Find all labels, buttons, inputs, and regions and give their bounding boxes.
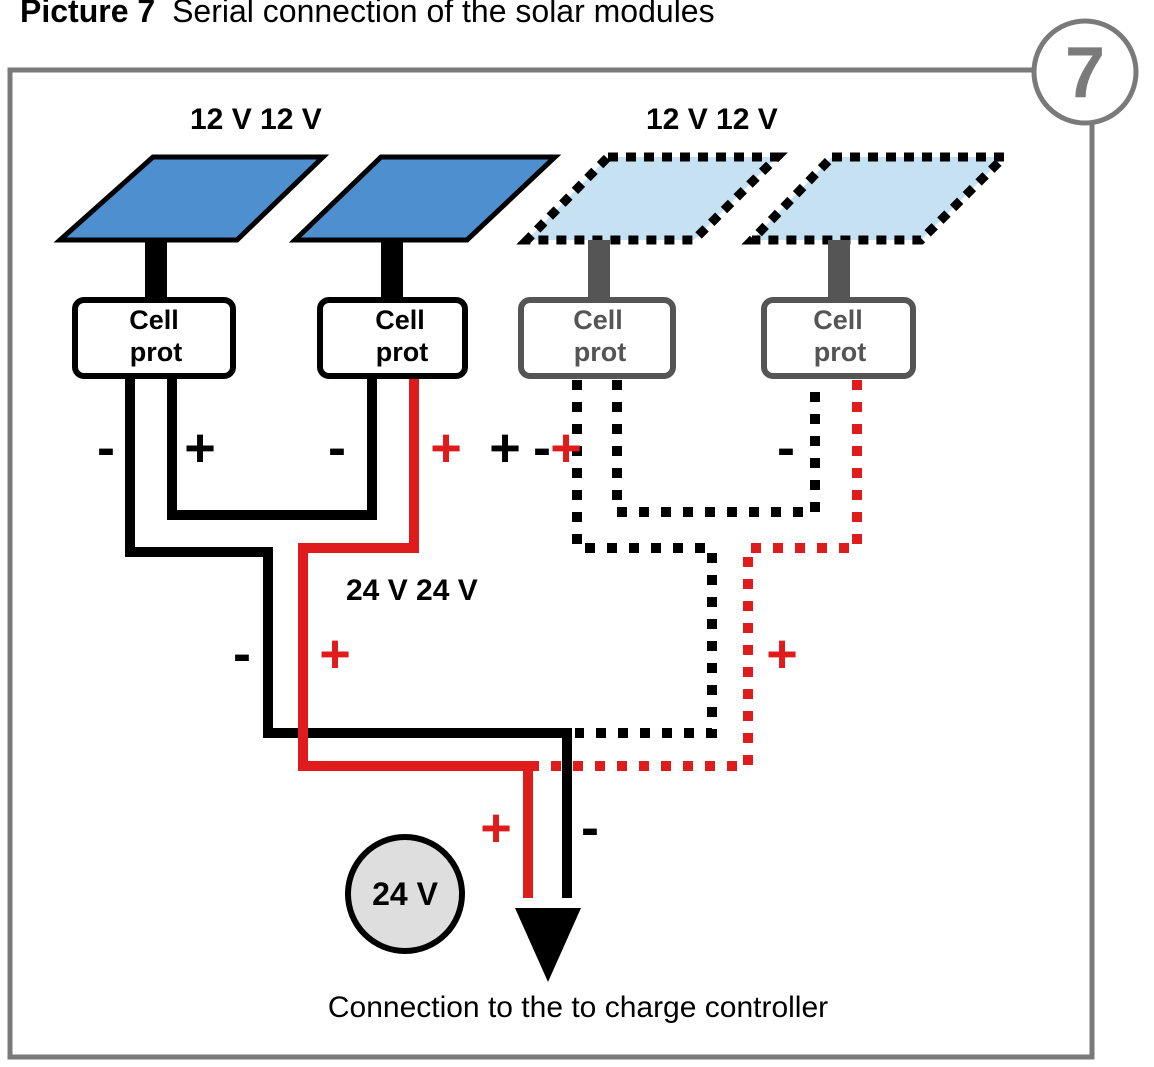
minus-sign-module2: - bbox=[328, 418, 346, 478]
wire-plus-module2 bbox=[298, 378, 533, 898]
wire-dotted-plus-module4 bbox=[533, 380, 862, 771]
plus-sign-output: + bbox=[480, 798, 512, 858]
plus-sign-between: + bbox=[489, 418, 521, 478]
cell-prot-box-4: Cell prot bbox=[761, 297, 916, 379]
figure-caption: Picture 7 Serial connection of the solar… bbox=[20, 0, 715, 29]
minus-sign-between: - bbox=[533, 418, 551, 478]
wire-plus1-minus2 bbox=[167, 378, 377, 520]
wire-dotted-plus3-minus4 bbox=[612, 380, 820, 517]
charge-controller-caption: Connection to the to charge controller bbox=[328, 991, 828, 1024]
badge-circle bbox=[1031, 18, 1139, 126]
solar-panel-1 bbox=[53, 154, 330, 243]
badge-number: 7 bbox=[1065, 33, 1105, 113]
cell-prot-4-line2: prot bbox=[814, 337, 866, 367]
figure-caption-label: Picture 7 bbox=[20, 0, 155, 29]
figure-caption-text: Serial connection of the solar modules bbox=[172, 0, 715, 29]
voltage-label-left-pair: 12 V 12 V bbox=[190, 103, 322, 136]
plus-sign-module1: + bbox=[184, 418, 216, 478]
cell-prot-2-line2: prot bbox=[376, 337, 428, 367]
voltage-circle bbox=[345, 834, 465, 954]
plus-sign-module3: + bbox=[550, 418, 582, 478]
cell-prot-box-1: Cell prot bbox=[72, 297, 236, 379]
minus-sign-lower-left: - bbox=[233, 624, 251, 684]
plus-sign-lower-right: + bbox=[766, 624, 798, 684]
wiring-solid bbox=[125, 378, 572, 898]
solar-panel-4 bbox=[741, 152, 1015, 245]
plus-sign-module2: + bbox=[430, 418, 462, 478]
cell-prot-1-line2: prot bbox=[130, 337, 182, 367]
plus-minus-plus-group: + - + bbox=[489, 418, 582, 478]
minus-sign-module1: - bbox=[97, 418, 115, 478]
panel-post-1 bbox=[145, 240, 167, 300]
cell-prot-3-line1: Cell bbox=[573, 305, 623, 335]
panel-post-4 bbox=[828, 240, 850, 300]
wire-dotted-minus-module3 bbox=[572, 380, 717, 738]
voltage-circle-label: 24 V bbox=[372, 876, 438, 912]
wire-minus-module1 bbox=[125, 378, 572, 898]
down-arrow-icon bbox=[515, 908, 581, 982]
plus-sign-lower-left: + bbox=[319, 624, 351, 684]
frame-border bbox=[7, 67, 1095, 1060]
cell-prot-4-line1: Cell bbox=[813, 305, 863, 335]
voltage-label-right-pair: 12 V 12 V bbox=[646, 103, 778, 136]
minus-sign-output: - bbox=[581, 798, 599, 858]
cell-prot-2-line1: Cell bbox=[375, 305, 425, 335]
wiring-dotted bbox=[533, 380, 862, 771]
solar-panel-3 bbox=[516, 152, 788, 245]
voltage-label-middle: 24 V 24 V bbox=[346, 574, 478, 607]
solar-panel-2 bbox=[288, 154, 562, 243]
cell-prot-1-line1: Cell bbox=[129, 305, 179, 335]
panel-post-2 bbox=[381, 240, 403, 300]
cell-prot-box-2: Cell prot bbox=[317, 297, 468, 379]
cell-prot-3-line2: prot bbox=[574, 337, 626, 367]
panel-post-3 bbox=[588, 240, 610, 300]
minus-sign-module4: - bbox=[777, 418, 795, 478]
cell-prot-box-3: Cell prot bbox=[518, 297, 676, 379]
